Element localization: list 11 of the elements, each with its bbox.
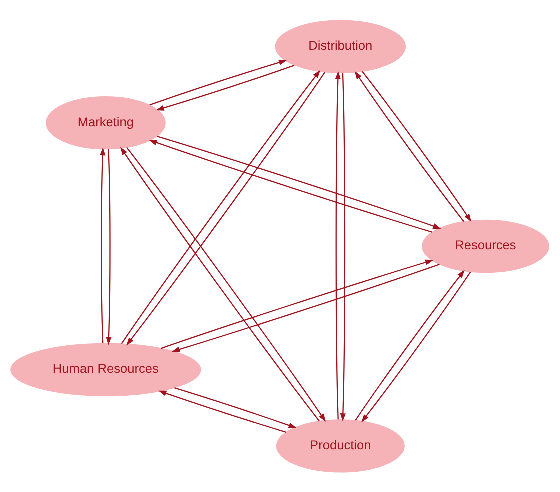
node-ellipse: Production [276, 419, 405, 472]
arrow [156, 64, 295, 110]
arrow [174, 387, 297, 428]
arrow [158, 390, 286, 432]
arrow [150, 60, 288, 106]
node-ellipse: Resources [422, 219, 550, 273]
arrow [340, 72, 346, 422]
arrow [100, 147, 106, 344]
arrow [335, 70, 341, 420]
arrow [106, 148, 112, 345]
node-ellipse: Distribution [275, 20, 406, 73]
